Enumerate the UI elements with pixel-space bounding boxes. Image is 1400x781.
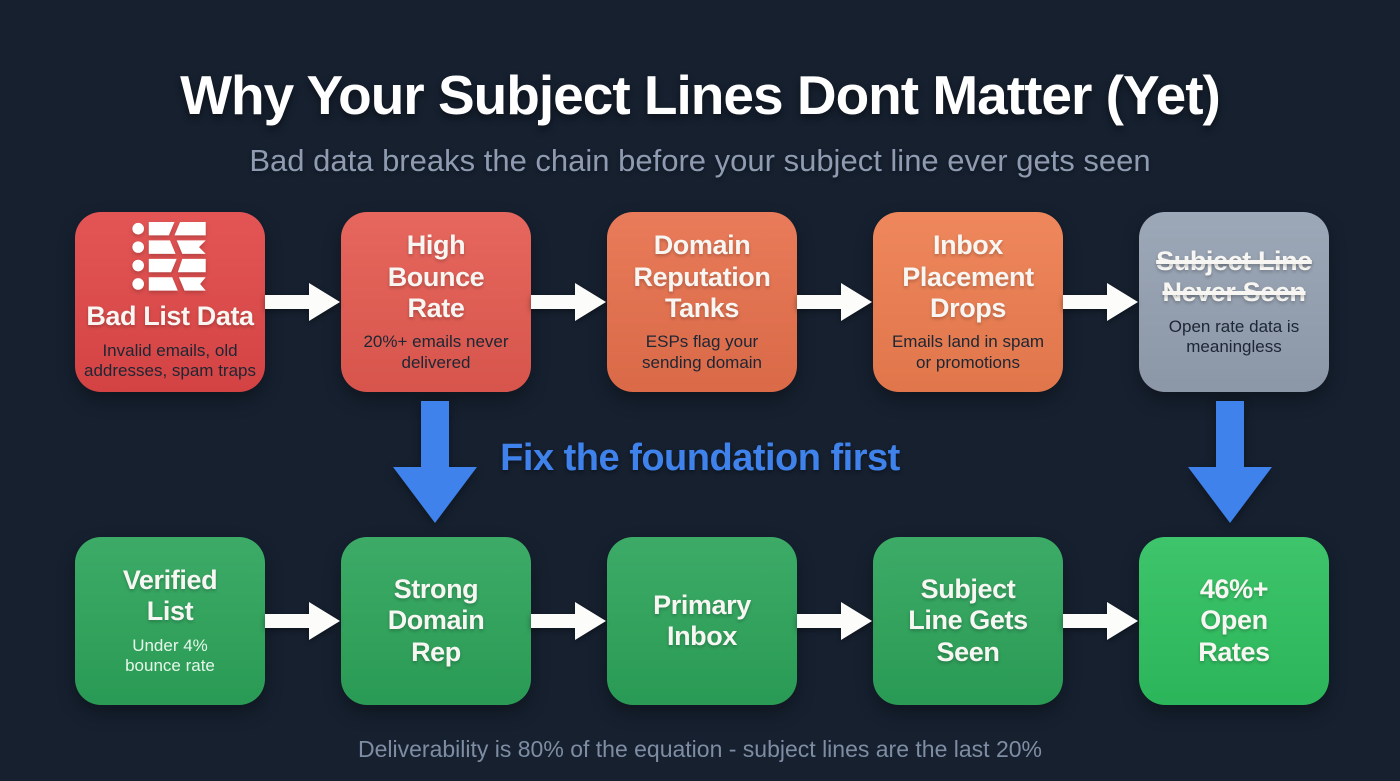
arrow-right-icon bbox=[797, 283, 872, 321]
page-title: Why Your Subject Lines Dont Matter (Yet) bbox=[180, 64, 1221, 126]
chain-box-subject-line-never-seen: Subject Line Never Seen Open rate data i… bbox=[1139, 212, 1329, 392]
box-title-strikethrough: Subject Line Never Seen bbox=[1156, 245, 1312, 308]
chain-connector bbox=[1063, 212, 1139, 392]
chain-connector bbox=[531, 212, 607, 392]
box-title: Subject Line Gets Seen bbox=[908, 574, 1028, 667]
arrow-right-icon bbox=[797, 602, 872, 640]
problem-chain-row: Bad List Data Invalid emails, old addres… bbox=[75, 212, 1329, 392]
box-subtitle: 20%+ emails never delivered bbox=[363, 332, 509, 372]
middle-zone: Fix the foundation first bbox=[0, 392, 1400, 537]
box-subtitle: ESPs flag your sending domain bbox=[641, 332, 763, 372]
chain-box-strong-domain-rep: Strong Domain Rep bbox=[341, 537, 531, 705]
broken-list-icon bbox=[132, 222, 206, 291]
box-title: High Bounce Rate bbox=[387, 230, 485, 323]
box-title: Strong Domain Rep bbox=[387, 574, 485, 667]
arrow-down-icon bbox=[393, 401, 477, 523]
box-subtitle: Invalid emails, old addresses, spam trap… bbox=[84, 340, 256, 381]
chain-connector bbox=[797, 537, 873, 705]
page-subtitle: Bad data breaks the chain before your su… bbox=[249, 143, 1151, 178]
arrow-down-icon bbox=[1188, 401, 1272, 523]
arrow-right-icon bbox=[1063, 283, 1138, 321]
middle-callout: Fix the foundation first bbox=[500, 437, 900, 479]
arrow-right-icon bbox=[531, 283, 606, 321]
box-subtitle: Open rate data is meaningless bbox=[1168, 316, 1300, 357]
arrow-right-icon bbox=[531, 602, 606, 640]
box-title: Domain Reputation Tanks bbox=[633, 230, 771, 323]
chain-box-open-rates: 46%+ Open Rates bbox=[1139, 537, 1329, 705]
box-subtitle: Under 4% bounce rate bbox=[125, 635, 215, 676]
chain-box-verified-list: Verified List Under 4% bounce rate bbox=[75, 537, 265, 705]
chain-box-primary-inbox: Primary Inbox bbox=[607, 537, 797, 705]
chain-connector bbox=[265, 212, 341, 392]
box-title: Inbox Placement Drops bbox=[902, 230, 1034, 323]
box-title: 46%+ Open Rates bbox=[1198, 574, 1270, 667]
chain-connector bbox=[1063, 537, 1139, 705]
box-subtitle: Emails land in spam or promotions bbox=[891, 332, 1045, 372]
box-title: Primary Inbox bbox=[653, 589, 751, 651]
chain-box-subject-line-gets-seen: Subject Line Gets Seen bbox=[873, 537, 1063, 705]
solution-chain-row: Verified List Under 4% bounce rate Stron… bbox=[75, 537, 1329, 705]
chain-connector bbox=[797, 212, 873, 392]
arrow-right-icon bbox=[265, 283, 340, 321]
box-title: Verified List bbox=[122, 564, 218, 627]
chain-box-bad-list-data: Bad List Data Invalid emails, old addres… bbox=[75, 212, 265, 392]
box-title: Bad List Data bbox=[86, 301, 254, 332]
page-footer: Deliverability is 80% of the equation - … bbox=[358, 736, 1042, 762]
chain-box-high-bounce-rate: High Bounce Rate 20%+ emails never deliv… bbox=[341, 212, 531, 392]
chain-connector bbox=[265, 537, 341, 705]
arrow-right-icon bbox=[265, 602, 340, 640]
chain-box-inbox-placement: Inbox Placement Drops Emails land in spa… bbox=[873, 212, 1063, 392]
chain-box-domain-reputation: Domain Reputation Tanks ESPs flag your s… bbox=[607, 212, 797, 392]
chain-connector bbox=[531, 537, 607, 705]
arrow-right-icon bbox=[1063, 602, 1138, 640]
